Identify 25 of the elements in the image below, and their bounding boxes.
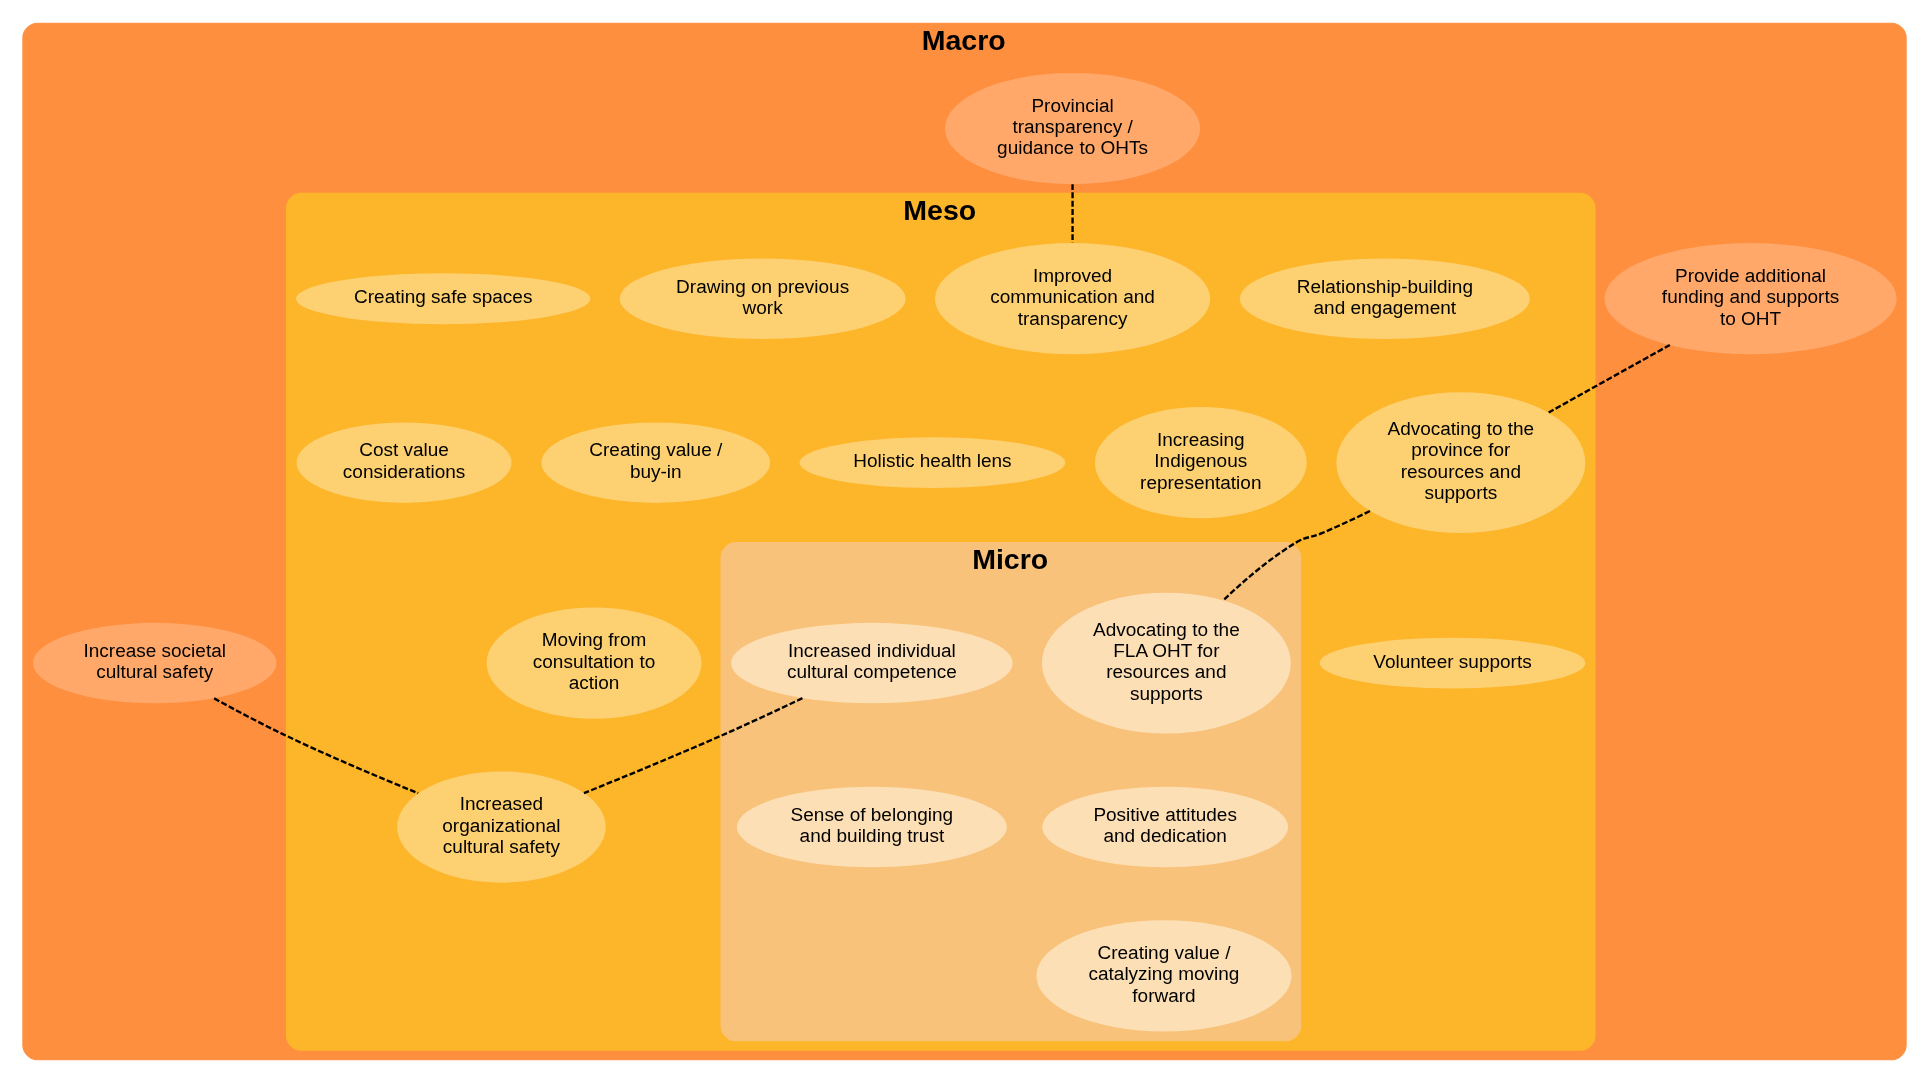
node-ellipse: Improved communication and transparency <box>934 243 1211 355</box>
node-ellipse: Increased individual cultural competence <box>731 622 1013 704</box>
node-ellipse: Holistic health lens <box>799 437 1066 489</box>
node-ellipse: Moving from consultation to action <box>486 607 702 719</box>
connector <box>213 697 419 795</box>
connector <box>1548 343 1671 414</box>
node-ellipse: Creating value / catalyzing moving forward <box>1036 920 1292 1032</box>
connector <box>1222 509 1371 601</box>
connector <box>1071 184 1074 243</box>
node-ellipse: Relationship-building and engagement <box>1239 258 1530 339</box>
node-ellipse: Advocating to the province for resources and supports <box>1336 392 1586 534</box>
node-ellipse: Creating safe spaces <box>296 273 591 325</box>
node-ellipse: Volunteer supports <box>1319 637 1586 689</box>
node-ellipse: Cost value considerations <box>296 422 512 503</box>
node-ellipse: Positive attitudes and dedication <box>1042 786 1289 868</box>
node-ellipse: Drawing on previous work <box>619 258 906 339</box>
node-ellipse: Increasing Indigenous representation <box>1094 407 1307 519</box>
node-ellipse: Increase societal cultural safety <box>32 622 277 704</box>
connector <box>583 697 803 795</box>
node-ellipse: Advocating to the FLA OHT for resources and supports <box>1041 592 1291 734</box>
node-ellipse: Creating value / buy-in <box>541 422 771 503</box>
node-ellipse: Provincial transparency / guidance to OHTs <box>944 72 1201 185</box>
node-ellipse: Sense of belonging and building trust <box>736 786 1007 868</box>
node-ellipse: Provide additional funding and supports to OHT <box>1604 243 1897 355</box>
node-ellipse: Increased organizational cultural safety <box>397 771 606 883</box>
